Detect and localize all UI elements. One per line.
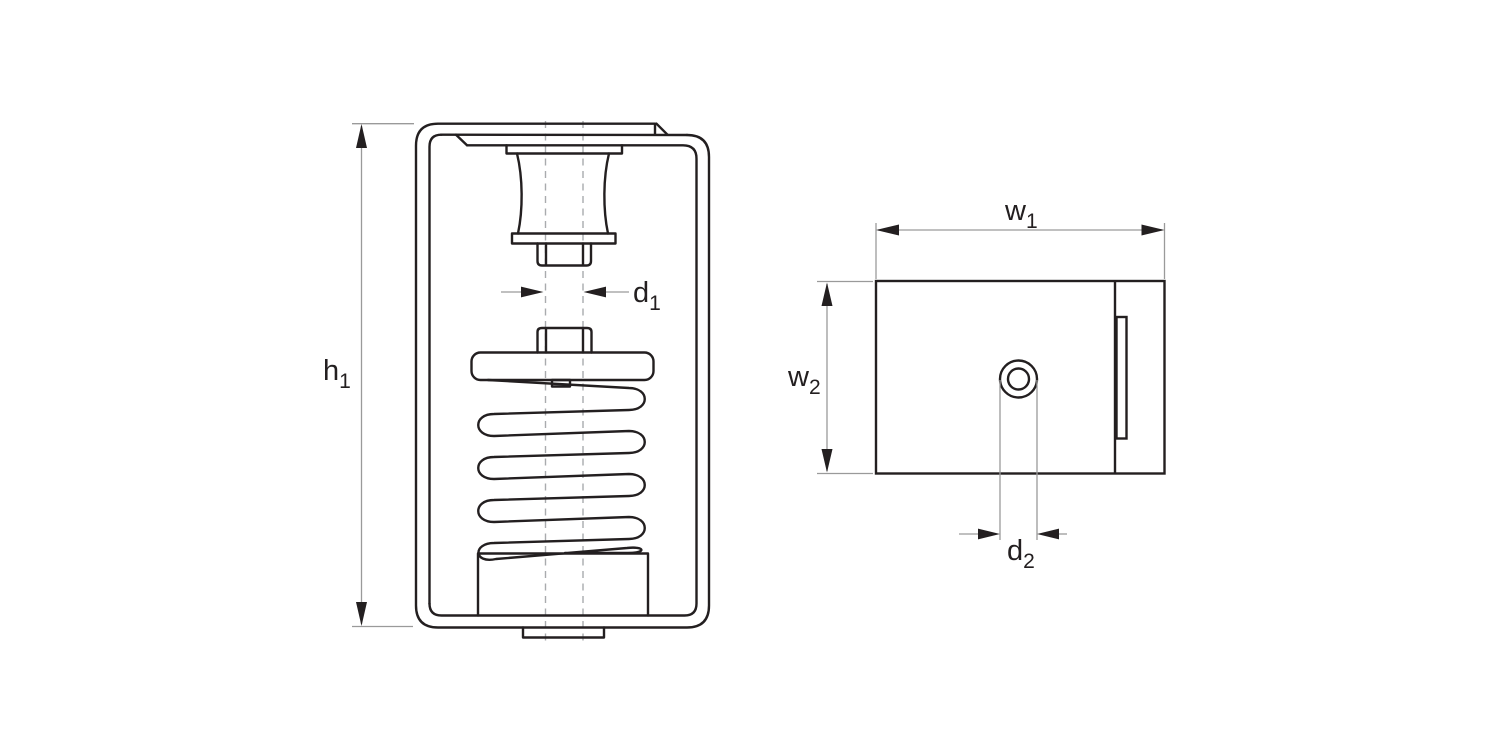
mounting-hole-outer [998, 359, 1039, 399]
d2-arrowheads [978, 528, 1059, 540]
dimension-w2: w2 [787, 280, 873, 475]
d2-arrow-left [1037, 528, 1059, 540]
frame-inner-left [428, 133, 443, 606]
dimension-w1: w1 [875, 195, 1166, 279]
rubber-mount-body-right [603, 152, 611, 235]
rubber-mount-bottom-flange [510, 232, 617, 245]
w1-arrow-left [876, 224, 899, 236]
d1-arrow-left [583, 286, 606, 298]
w2-arrow-up [821, 282, 833, 306]
upper-hex-nut [536, 242, 593, 267]
bottom-view-body [874, 279, 1166, 475]
dimension-h1: h1 [323, 123, 414, 628]
w2-arrowheads [821, 282, 833, 473]
lower-bolt-head [536, 326, 593, 354]
rubber-mount-top-flange [505, 144, 624, 155]
w2-label: w2 [787, 361, 821, 399]
spring-seat-block [476, 552, 650, 617]
bottom-view-slot [1115, 315, 1128, 440]
mounting-hole-inner [1006, 367, 1031, 391]
d1-label: d1 [633, 277, 661, 315]
w2-arrow-down [821, 449, 833, 473]
frame-outer-outline [414, 122, 711, 629]
spring-cap-plate [470, 351, 655, 382]
d1-arrow-right [521, 286, 544, 298]
d2-arrow-right [978, 528, 1000, 540]
dimension-w2-lines [817, 280, 873, 475]
h1-arrow-up [356, 124, 367, 148]
w1-arrowheads [876, 224, 1165, 236]
bottom-tab [521, 626, 606, 639]
h1-arrow-down [356, 602, 367, 626]
side-view: h1 d1 [323, 121, 711, 641]
coil-spring [477, 378, 646, 561]
h1-label: h1 [323, 355, 351, 393]
side-view-outlines [414, 122, 711, 639]
strap-left-chamfer [454, 133, 469, 147]
frame-inner-right-bottom [428, 144, 698, 617]
bottom-view-outlines [874, 279, 1166, 475]
dimension-h1-lines [352, 123, 414, 628]
h1-arrowheads [356, 124, 367, 626]
w1-arrow-right [1141, 224, 1165, 236]
d1-arrowheads [521, 286, 606, 298]
dimension-w1-lines [875, 223, 1166, 279]
dimension-d1: d1 [501, 277, 661, 315]
rubber-mount-body-left [515, 152, 523, 235]
strap-end-wedge [653, 122, 669, 136]
dimension-d2-lines [959, 380, 1067, 540]
d2-label: d2 [1007, 535, 1035, 573]
dimension-d2: d2 [959, 380, 1067, 573]
w1-label: w1 [1004, 195, 1038, 233]
bottom-view: w1 w2 [787, 195, 1166, 573]
